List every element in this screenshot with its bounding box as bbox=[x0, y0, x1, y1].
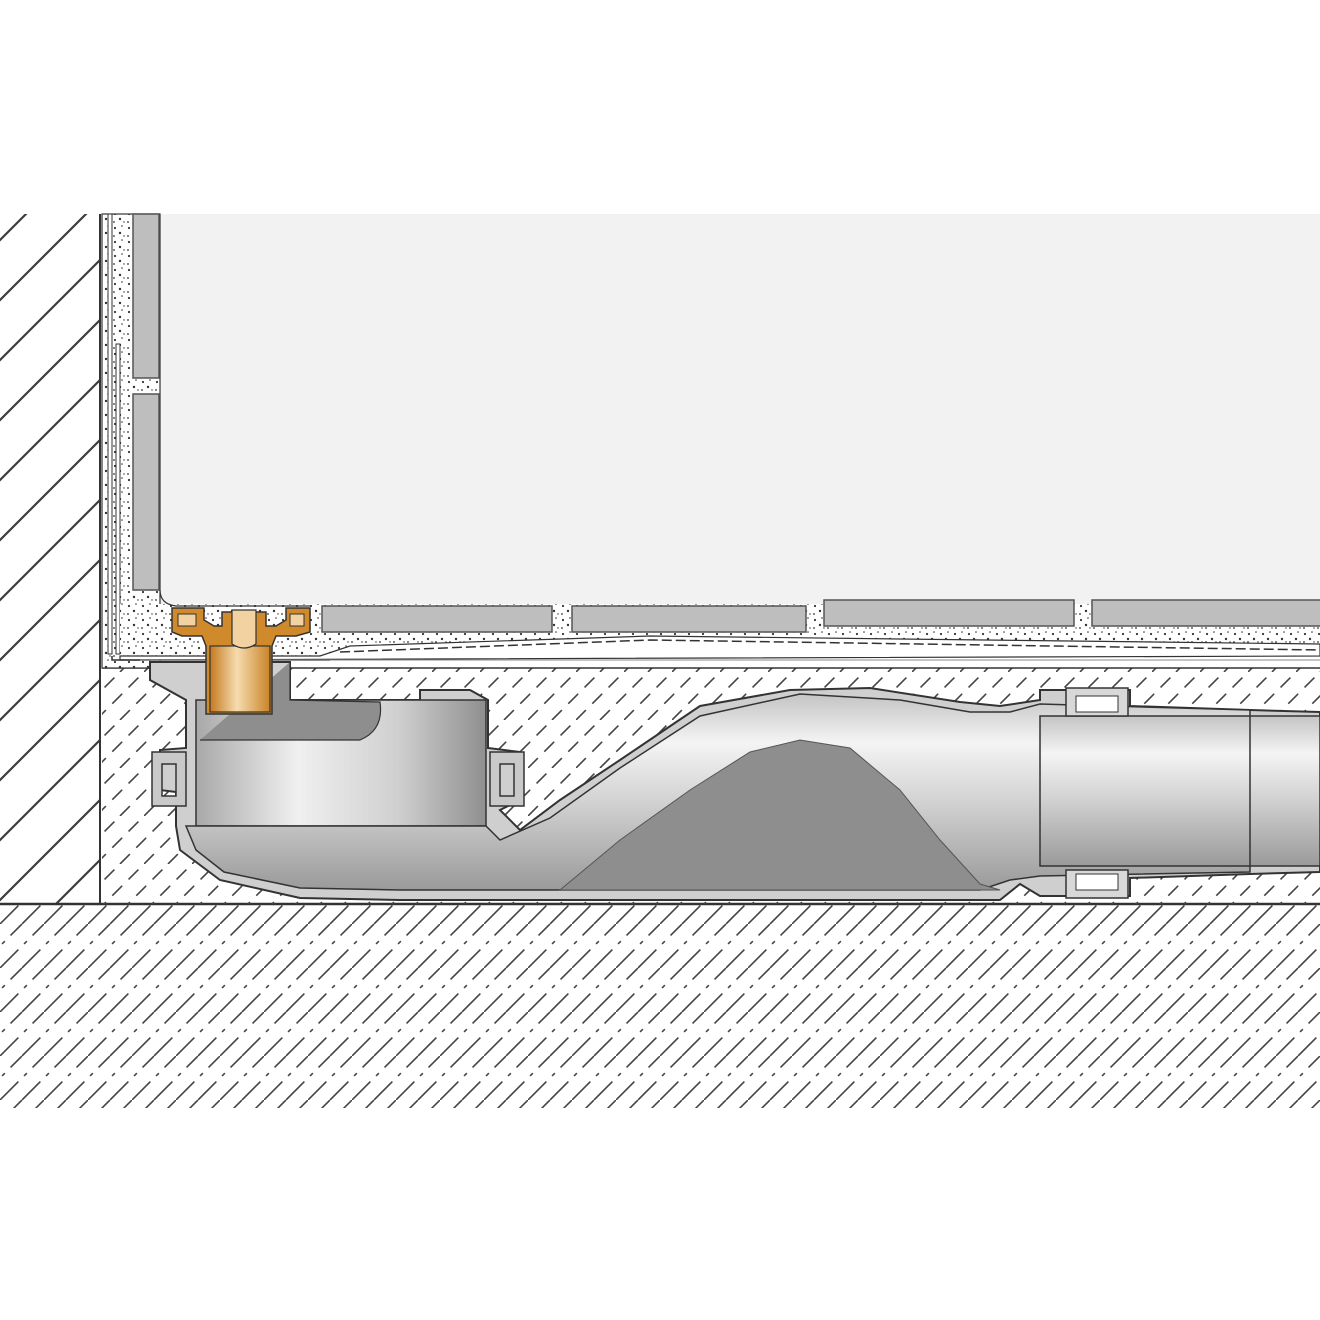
floor-tile bbox=[571, 605, 807, 633]
floor-tile bbox=[823, 599, 1075, 627]
wall-tile bbox=[132, 213, 160, 379]
wall-tile bbox=[132, 393, 160, 591]
floor-tile bbox=[1091, 599, 1320, 627]
room-interior bbox=[160, 214, 1320, 604]
floor-tile-system bbox=[111, 589, 1320, 661]
left-wall bbox=[0, 214, 101, 904]
drain-pipe-icon bbox=[149, 661, 1320, 901]
floor-tile bbox=[321, 605, 553, 633]
floor-drain-icon bbox=[171, 607, 311, 715]
wall-tile-system bbox=[101, 213, 161, 669]
concrete-slab bbox=[0, 902, 1320, 1108]
pipe-coupling-icon bbox=[151, 687, 1129, 899]
